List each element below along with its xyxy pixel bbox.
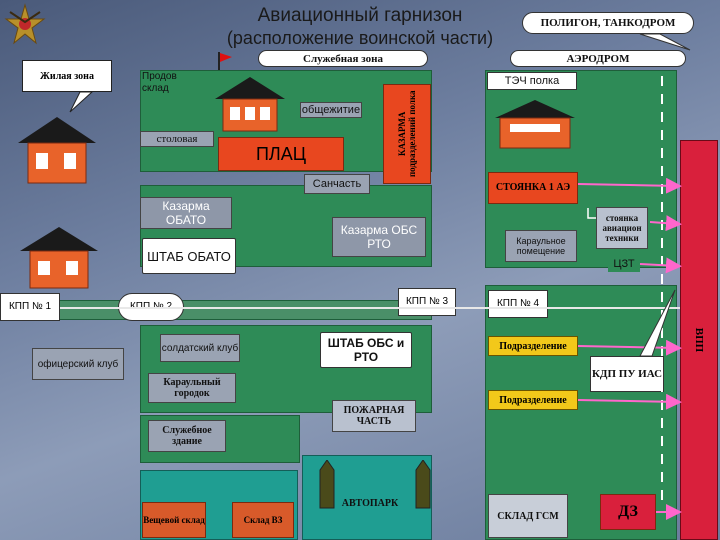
subdivision-2: Подразделение <box>488 390 578 410</box>
runway-vpp: ВПП <box>680 140 718 540</box>
food-warehouse-label: Продов склад <box>142 71 177 94</box>
tec-label: ТЭЧ полка <box>487 72 577 90</box>
kpp-2: КПП № 2 <box>118 293 184 321</box>
medical-label: Санчасть <box>304 174 370 194</box>
missile-icon <box>318 459 336 510</box>
dormitory-house-icon <box>215 75 285 133</box>
service-zone-label: Служебная зона <box>258 50 428 67</box>
parking-1ae: СТОЯНКА 1 АЭ <box>488 172 578 204</box>
fuel-store: СКЛАД ГСМ <box>488 494 568 538</box>
kpp-1: КПП № 1 <box>0 293 60 321</box>
flag-icon <box>217 52 233 74</box>
kpp-4: КПП № 4 <box>488 290 548 318</box>
missile-icon <box>414 459 432 510</box>
dormitory-label: общежитие <box>300 102 362 118</box>
emblem-icon <box>2 2 48 48</box>
motor-pool-label: АВТОПАРК <box>341 498 399 509</box>
hq-obs: ШТАБ ОБС и РТО <box>320 332 412 368</box>
kpp-band-left <box>0 300 432 320</box>
polygon-label: ПОЛИГОН, ТАНКОДРОМ <box>522 12 694 34</box>
guard-town: Караульный городок <box>148 373 236 403</box>
living-zone-pointer <box>69 91 94 113</box>
house-icon <box>20 225 98 290</box>
kpp-3: КПП № 3 <box>398 288 456 316</box>
runway-label: ВПП <box>692 327 705 353</box>
aviation-tech-parking: стоянка авиацион техники <box>596 207 648 249</box>
dz-label: ДЗ <box>600 494 656 530</box>
officer-club: офицерский клуб <box>32 348 124 380</box>
ammo-store: Склад ВЗ <box>232 502 294 538</box>
page-title: Авиационный гарнизон (расположение воинс… <box>226 5 494 48</box>
guard-room: Караульное помещение <box>505 230 577 262</box>
house-icon <box>18 115 96 185</box>
service-building: Служебное здание <box>148 420 226 452</box>
subdivision-1: Подразделение <box>488 336 578 356</box>
barracks-vertical: КАЗАРМА подразделений полка <box>383 84 431 184</box>
clothing-store: Вещевой склад <box>142 502 206 538</box>
soldier-club: солдатский клуб <box>160 334 240 362</box>
canteen-label: столовая <box>140 131 214 147</box>
tec-hangar-icon <box>495 98 575 150</box>
parade-ground: ПЛАЦ <box>218 137 344 171</box>
kdp-label: КДП ПУ ИАС <box>590 356 664 392</box>
airfield-label: АЭРОДРОМ <box>510 50 686 67</box>
barracks-obs: Казарма ОБС РТО <box>332 217 426 257</box>
barracks-obato: Казарма ОБАТО <box>140 197 232 229</box>
czt-label: ЦЗТ <box>608 256 640 272</box>
living-zone-label: Жилая зона <box>22 60 112 92</box>
hq-obato: ШТАБ ОБАТО <box>142 238 236 274</box>
fire-station: ПОЖАРНАЯ ЧАСТЬ <box>332 400 416 432</box>
